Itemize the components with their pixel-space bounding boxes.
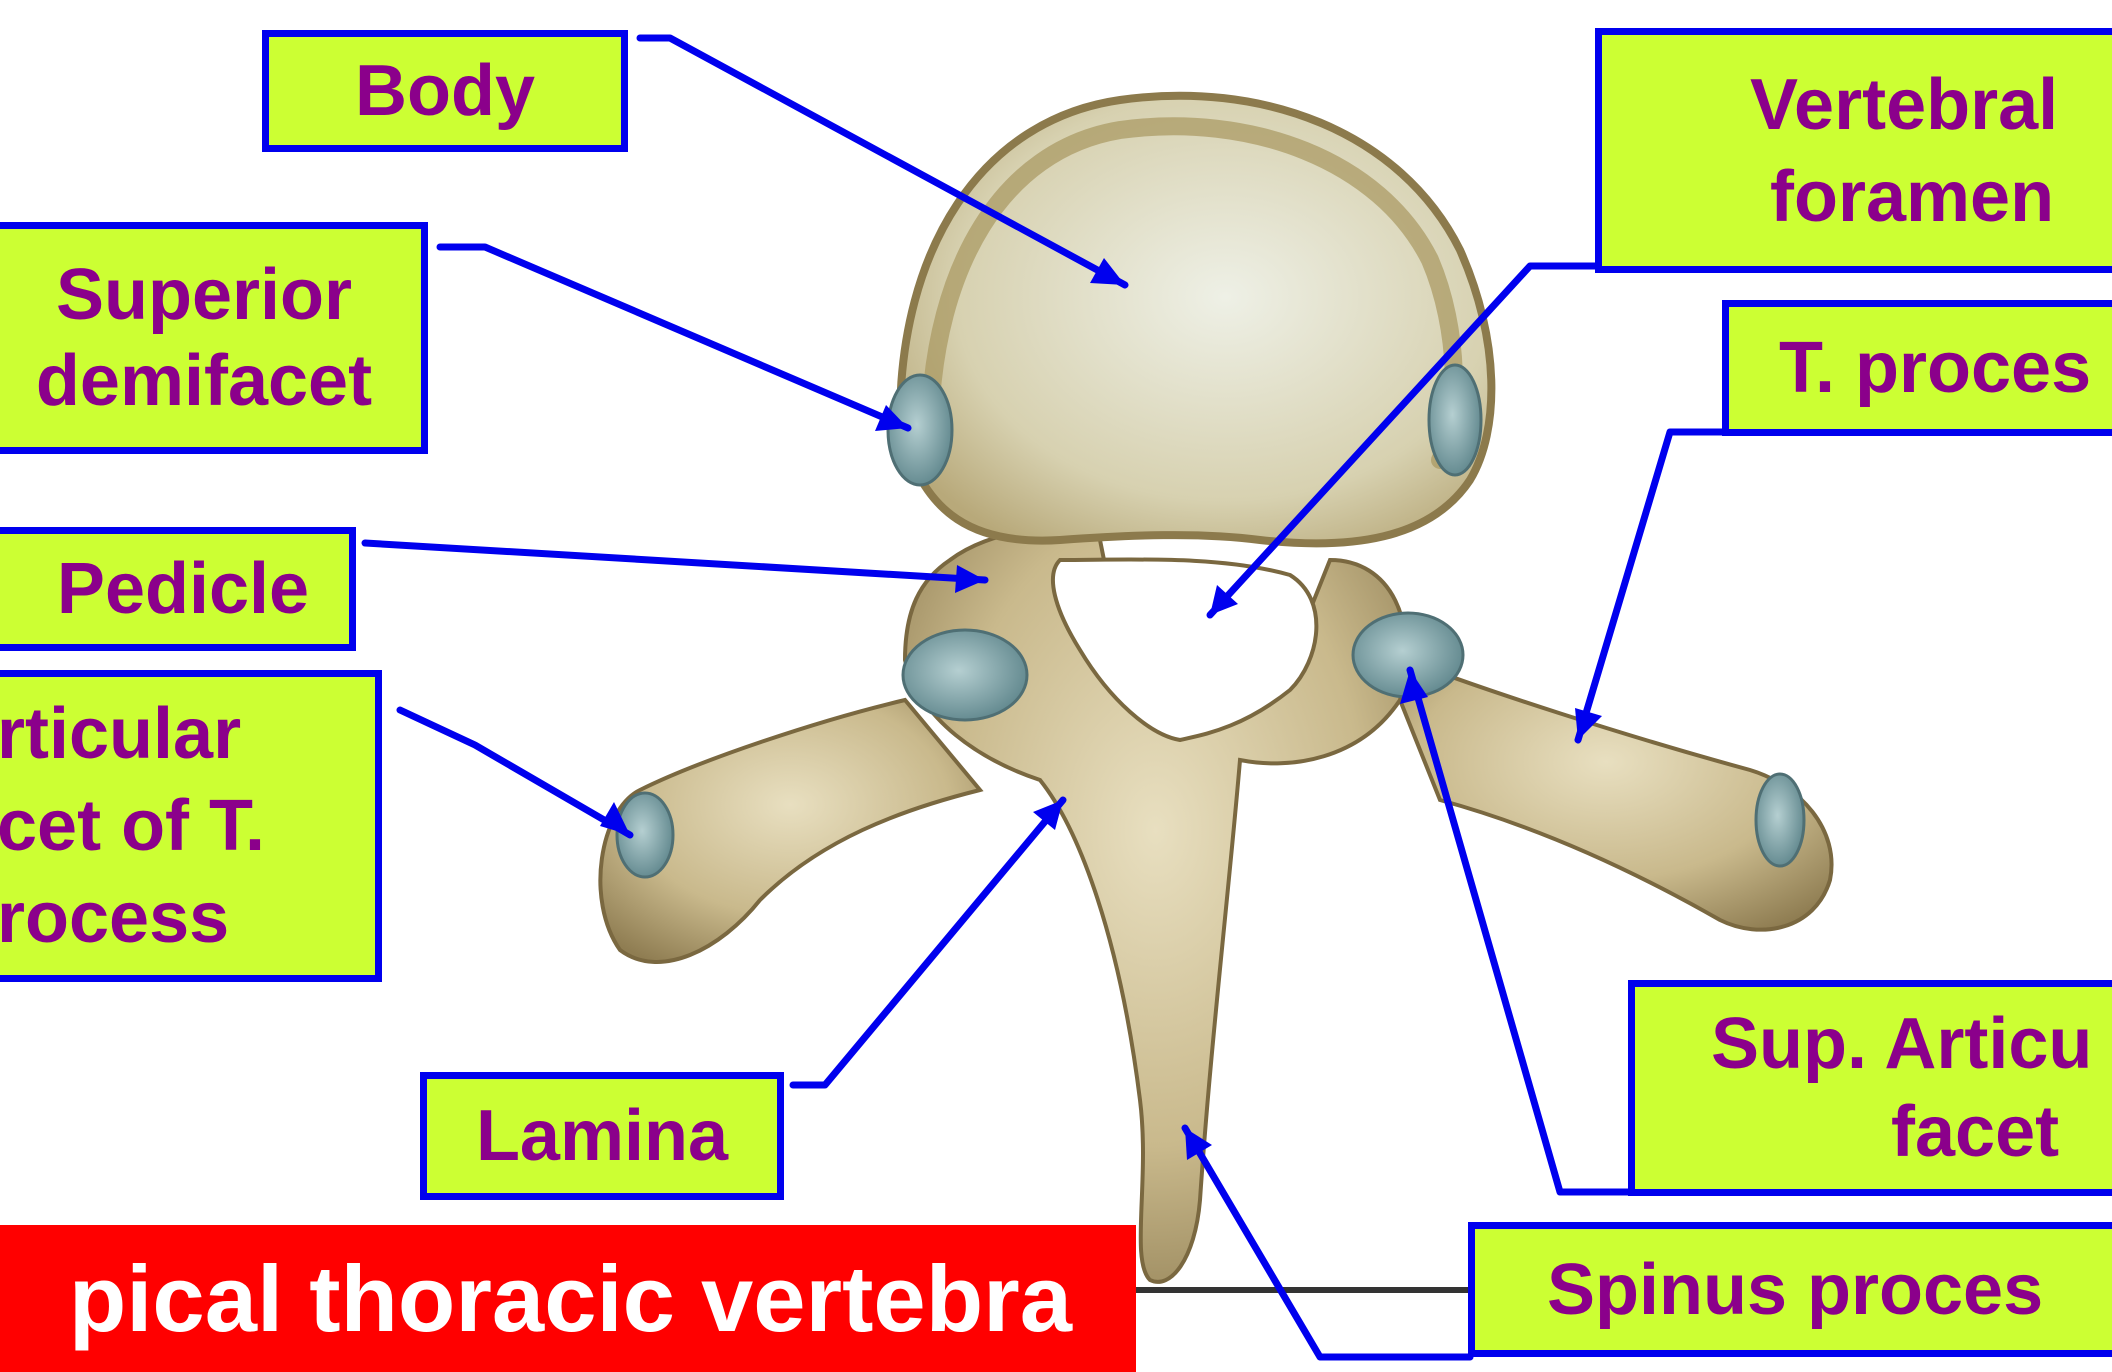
label-spinus-process: Spinus proces: [1468, 1222, 2112, 1357]
label-superior-demifacet: Superior demifacet: [0, 222, 428, 454]
right-transverse-costal-facet: [1756, 774, 1804, 866]
diagram-title: pical thoracic vertebra: [69, 1245, 1136, 1353]
arrow-spinus-process: [1185, 1128, 1470, 1357]
arrow-articular-facet: [400, 710, 630, 835]
left-superior-demifacet: [888, 375, 952, 485]
label-body: Body: [262, 30, 628, 152]
label-vertebral-foramen-line1: Vertebral: [1750, 59, 2058, 151]
left-superior-articular-facet: [903, 630, 1027, 720]
label-pedicle: Pedicle: [0, 527, 356, 651]
label-articular-facet-line2: cet of T.: [0, 780, 265, 872]
arrow-pedicle: [365, 543, 985, 580]
label-t-process: T. proces: [1722, 300, 2112, 436]
label-lamina: Lamina: [420, 1072, 784, 1200]
label-sup-articular-facet-line2: facet: [1711, 1088, 2059, 1176]
label-articular-facet-line1: rticular: [0, 688, 241, 780]
label-t-process-text: T. proces: [1779, 327, 2091, 409]
label-vertebral-foramen-line2: foramen: [1750, 151, 2054, 243]
label-lamina-text: Lamina: [476, 1095, 728, 1177]
label-body-text: Body: [355, 50, 535, 132]
vertebral-body: [900, 96, 1491, 544]
title-banner: pical thoracic vertebra: [0, 1225, 1136, 1372]
label-articular-facet-line3: rocess: [0, 872, 229, 964]
arrow-superior-demifacet: [440, 247, 908, 428]
label-superior-demifacet-line2: demifacet: [36, 338, 372, 424]
label-vertebral-foramen: Vertebral foramen: [1595, 28, 2112, 273]
label-superior-demifacet-line1: Superior: [56, 252, 352, 338]
label-spinus-process-text: Spinus proces: [1547, 1249, 2043, 1331]
label-pedicle-text: Pedicle: [27, 548, 309, 630]
label-articular-facet-of-t-process: rticular cet of T. rocess: [0, 670, 382, 982]
arrow-t-process: [1578, 432, 1725, 740]
right-superior-demifacet: [1429, 365, 1481, 475]
label-sup-articular-facet-line1: Sup. Articu: [1711, 1000, 2092, 1088]
label-sup-articular-facet: Sup. Articu facet: [1628, 980, 2112, 1196]
